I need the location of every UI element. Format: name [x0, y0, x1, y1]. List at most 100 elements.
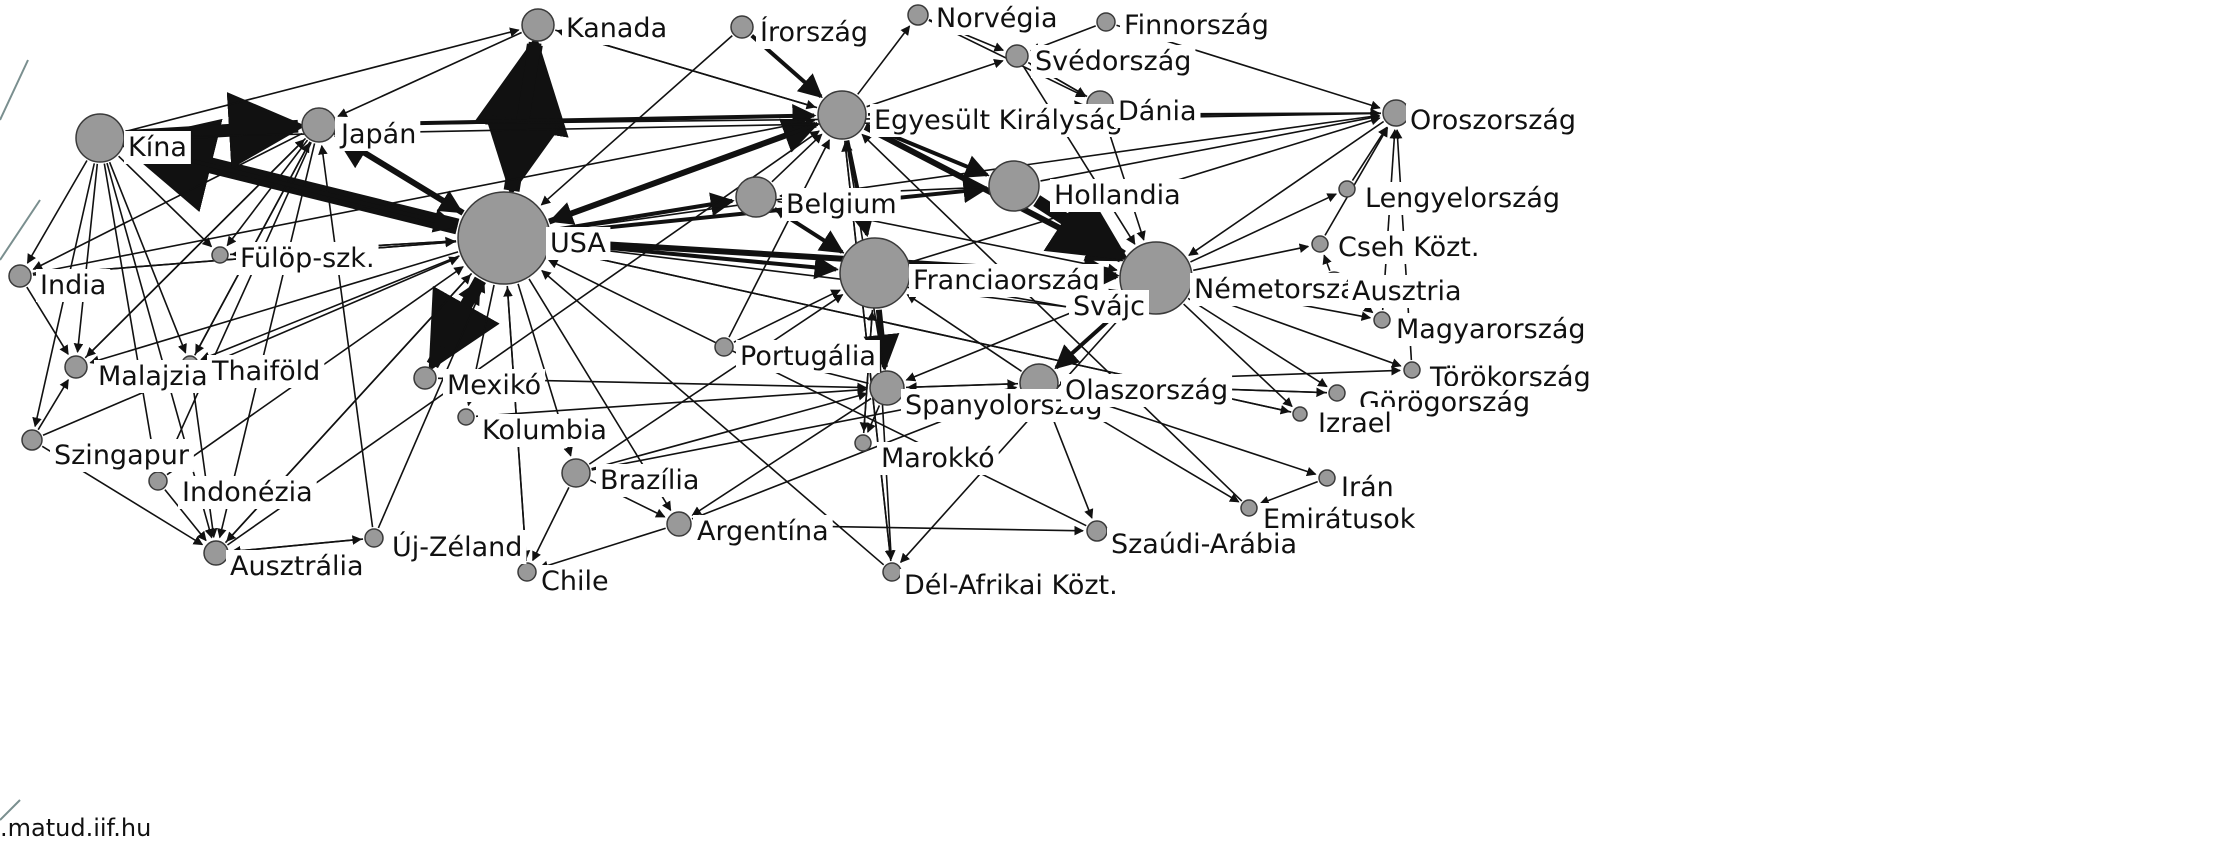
node-label-malajzia: Malajzia — [98, 361, 208, 392]
node-label-dania: Dánia — [1118, 96, 1197, 127]
edge-japan-ausztralia — [217, 143, 316, 539]
node-label-bg-norvegia — [932, 2, 1062, 35]
node-label-bg-kolumbia — [478, 414, 611, 447]
node-finnorszag — [1096, 12, 1116, 32]
node-oroszorszag — [1382, 99, 1410, 127]
node-label-bg-lengyelorszag — [1361, 182, 1565, 215]
edge-nemetorszag-cseh — [1193, 243, 1310, 272]
edge-uk-svedorszag — [866, 59, 1004, 108]
edge-indonezia-ausztralia — [164, 489, 207, 542]
node-label-bg-mexiko — [443, 369, 546, 402]
node-label-bg-belgium — [782, 188, 901, 221]
node-label-bg-usa — [546, 227, 611, 260]
edge-irorszag-usa — [540, 35, 733, 206]
edge-uj_zeland-ausztralia — [230, 538, 364, 556]
node-indonezia — [148, 471, 168, 491]
node-gorogorszag — [1328, 384, 1346, 402]
node-svedorszag — [1005, 44, 1029, 68]
edge-usa-thaifold — [200, 255, 460, 361]
node-lengyelorszag — [1338, 180, 1356, 198]
edge-uk-norvegia — [857, 25, 911, 95]
node-label-fulop: Fülöp-szk. — [240, 243, 375, 274]
edge-nemetorszag-izrael — [1183, 303, 1293, 408]
node-label-svajc: Svájc — [1073, 291, 1145, 322]
node-label-bg-malajzia — [94, 360, 212, 393]
source-url: .matud.iif.hu — [0, 814, 152, 842]
node-label-bg-japan — [335, 118, 421, 151]
node-label-japan: Japán — [339, 119, 416, 150]
node-label-bg-cseh — [1334, 231, 1484, 264]
edge-mexiko-usa — [429, 279, 482, 368]
node-label-lengyelorszag: Lengyelország — [1365, 183, 1560, 214]
node-chile — [517, 562, 537, 582]
edge-hollandia-oroszorszag — [1040, 113, 1381, 182]
node-mexiko — [413, 366, 437, 390]
node-label-bg-argentina — [693, 515, 833, 548]
edge-japan-india — [32, 132, 303, 270]
edge-kolumbia-spanyolorszag — [475, 385, 868, 418]
node-label-kina: Kína — [128, 132, 187, 163]
node-kolumbia — [457, 408, 475, 426]
node-usa — [457, 191, 551, 285]
node-emiratusok — [1240, 499, 1258, 517]
edge-olaszorszag-spanyolorszag — [907, 382, 1019, 392]
node-label-bg-oroszorszag — [1406, 104, 1581, 137]
edge-ausztria-cseh — [1322, 254, 1332, 272]
node-label-franciaorszag: Franciaország — [913, 265, 1100, 296]
edge-nemetorszag-lengyelorszag — [1190, 193, 1337, 263]
edge-kina-india — [26, 160, 88, 264]
node-label-bg-uk — [870, 104, 1127, 137]
node-marokko — [854, 434, 872, 452]
edge-india-uk — [32, 117, 816, 275]
edge-szaud-usa — [547, 259, 1087, 527]
edge-india-malajzia — [26, 286, 69, 356]
node-label-usa: USA — [550, 228, 606, 259]
edge-malajzia-japan — [84, 139, 305, 359]
node-label-bg-iran — [1337, 471, 1398, 504]
node-label-szaud: Szaúdi-Arábia — [1111, 529, 1297, 560]
node-del_afrika — [882, 562, 902, 582]
node-malajzia — [64, 355, 88, 379]
node-label-kanada: Kanada — [566, 13, 667, 44]
edge-kanada-usa — [484, 41, 561, 197]
edge-portugalia-uk — [728, 139, 831, 338]
edge-kina-kanada — [124, 27, 520, 133]
edge-olaszorszag-franciaorszag — [906, 294, 1023, 372]
edge-spanyolorszag-marokko — [866, 405, 881, 433]
edge-japan-fulop — [226, 139, 309, 247]
node-spanyolorszag — [869, 370, 905, 406]
edge-argentina-chile — [538, 527, 666, 571]
node-label-bg-svedorszag — [1031, 45, 1196, 78]
node-label-nemetorszag: Németország — [1194, 274, 1374, 305]
node-franciaorszag — [839, 237, 911, 309]
node-label-bg-irorszag — [756, 15, 873, 49]
edge-kina-ausztralia — [106, 162, 214, 539]
edge-nemetorszag-del_afrika — [900, 305, 1132, 564]
node-label-bg-finnorszag — [1120, 9, 1273, 42]
node-label-bg-fulop — [236, 242, 379, 275]
node-label-ausztralia: Ausztrália — [230, 551, 364, 582]
node-label-svedorszag: Svédország — [1035, 46, 1191, 77]
edge-usa-belgium — [551, 192, 735, 233]
node-label-cseh: Cseh Közt. — [1338, 232, 1479, 263]
node-label-norvegia: Norvégia — [936, 3, 1058, 34]
node-label-izrael: Izrael — [1318, 408, 1392, 439]
edge-nemetorszag-gorogorszag — [1187, 297, 1328, 388]
node-label-bg-brazilia — [596, 464, 704, 497]
node-label-bg-magyarorszag — [1392, 313, 1590, 346]
edge-kina-fulop — [118, 155, 213, 248]
edge-belgium-uk — [771, 133, 823, 183]
node-izrael — [1292, 406, 1308, 422]
node-label-thaifold: Thaiföld — [211, 356, 320, 387]
node-label-bg-indonezia — [178, 476, 317, 509]
edge-oroszorszag-nemetorszag — [1188, 120, 1385, 256]
node-label-oroszorszag: Oroszország — [1410, 105, 1576, 136]
node-japan — [301, 107, 337, 143]
edge-szingapur-usa — [42, 256, 459, 437]
node-irorszag — [730, 15, 754, 39]
node-label-bg-india — [36, 269, 111, 302]
edge-franciaorszag-spanyolorszag — [863, 309, 900, 371]
edge-kanada-japan — [337, 31, 522, 118]
node-label-bg-hollandia — [1050, 179, 1185, 212]
